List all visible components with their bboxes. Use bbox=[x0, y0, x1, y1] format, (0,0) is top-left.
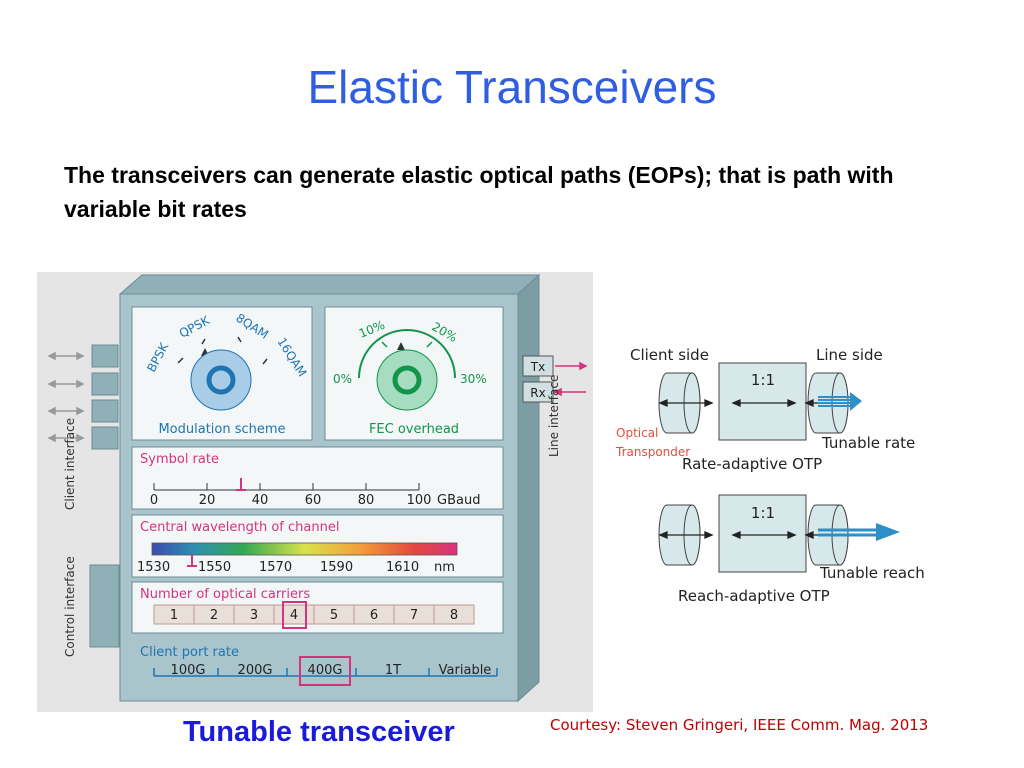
svg-text:80: 80 bbox=[358, 493, 375, 508]
svg-text:4: 4 bbox=[290, 608, 298, 623]
box-side-face bbox=[517, 273, 540, 703]
fec-pointer bbox=[397, 342, 405, 350]
otp-figure: Client side Line side 1:1 Tunable rate O… bbox=[615, 346, 925, 605]
otp-top-ratio: 1:1 bbox=[751, 371, 775, 389]
carrier-selected-highlight bbox=[282, 601, 307, 629]
fec-dial[interactable] bbox=[376, 349, 438, 411]
otp-bottom-reach-arrow bbox=[818, 523, 900, 541]
svg-text:1T: 1T bbox=[385, 663, 401, 678]
modulation-label: Modulation scheme bbox=[158, 422, 285, 437]
wavelength-tick-labels: 1530 1550 1570 1590 1610 bbox=[137, 560, 419, 575]
carrier-options[interactable]: 1 2 3 4 5 6 7 8 bbox=[153, 604, 475, 625]
client-port-bracket bbox=[153, 668, 498, 677]
wavelength-unit: nm bbox=[434, 560, 455, 575]
svg-text:20: 20 bbox=[199, 493, 216, 508]
svg-text:200G: 200G bbox=[238, 663, 273, 678]
symbol-rate-tick-labels: 0 20 40 60 80 100 bbox=[150, 493, 432, 508]
svg-text:1550: 1550 bbox=[198, 560, 231, 575]
wavelength-marker bbox=[187, 555, 197, 567]
fec-label: FEC overhead bbox=[369, 422, 459, 437]
svg-text:100G: 100G bbox=[171, 663, 206, 678]
otp-bottom-ratio: 1:1 bbox=[751, 504, 775, 522]
svg-text:1590: 1590 bbox=[320, 560, 353, 575]
svg-text:1: 1 bbox=[170, 608, 178, 623]
svg-text:7: 7 bbox=[410, 608, 418, 623]
client-port-label: Client port rate bbox=[140, 645, 239, 660]
client-port-options[interactable]: 100G 200G 400G 1T Variable bbox=[171, 663, 492, 678]
line-arrows bbox=[553, 361, 588, 397]
box-top-face bbox=[118, 274, 541, 295]
otp-top-arrows bbox=[658, 399, 842, 407]
fec-dial-knob bbox=[392, 365, 422, 395]
svg-text:1570: 1570 bbox=[259, 560, 292, 575]
carriers-label: Number of optical carriers bbox=[140, 587, 310, 602]
svg-text:5: 5 bbox=[330, 608, 338, 623]
wavelength-label: Central wavelength of channel bbox=[140, 520, 339, 535]
optical-label: Optical bbox=[616, 426, 658, 440]
symbol-rate-unit: GBaud bbox=[437, 493, 480, 508]
svg-text:2: 2 bbox=[210, 608, 218, 623]
control-interface-label: Control interface bbox=[63, 556, 77, 657]
slide-body-text: The transceivers can generate elastic op… bbox=[64, 162, 894, 222]
svg-text:Variable: Variable bbox=[439, 663, 492, 678]
rx-label: Rx bbox=[530, 386, 545, 400]
tx-port bbox=[522, 355, 554, 377]
client-side-label: Client side bbox=[630, 346, 709, 364]
svg-text:0: 0 bbox=[150, 493, 158, 508]
courtesy-text: Courtesy: Steven Gringeri, IEEE Comm. Ma… bbox=[550, 716, 929, 734]
svg-text:0%: 0% bbox=[333, 372, 352, 386]
figure-caption: Tunable transceiver bbox=[183, 716, 455, 748]
svg-text:400G: 400G bbox=[308, 663, 343, 678]
svg-text:1530: 1530 bbox=[137, 560, 170, 575]
transponder-label: Transponder bbox=[615, 445, 690, 459]
tunable-rate-label: Tunable rate bbox=[821, 434, 915, 452]
line-interface-label: Line interface bbox=[547, 375, 561, 457]
client-arrows bbox=[47, 351, 85, 443]
otp-top-rate-arrow bbox=[818, 392, 862, 411]
svg-text:1610: 1610 bbox=[386, 560, 419, 575]
transceiver-figure: Client interface Control interface Tx Rx… bbox=[37, 272, 593, 712]
slide-title: Elastic Transceivers bbox=[307, 61, 717, 113]
symbol-rate-panel bbox=[131, 446, 504, 510]
rx-port bbox=[522, 381, 554, 403]
svg-text:3: 3 bbox=[250, 608, 258, 623]
fec-ticks bbox=[381, 341, 433, 348]
fec-arc bbox=[358, 329, 456, 379]
client-ports bbox=[91, 344, 119, 450]
reach-adaptive-label: Reach-adaptive OTP bbox=[678, 587, 830, 605]
svg-text:8: 8 bbox=[450, 608, 458, 623]
modulation-dial[interactable] bbox=[190, 349, 252, 411]
svg-text:30%: 30% bbox=[460, 372, 487, 386]
svg-text:60: 60 bbox=[305, 493, 322, 508]
tx-label: Tx bbox=[530, 360, 545, 374]
svg-text:100: 100 bbox=[407, 493, 432, 508]
line-side-label: Line side bbox=[816, 346, 883, 364]
control-port bbox=[89, 564, 120, 648]
wavelength-spectrum bbox=[151, 542, 458, 556]
client-port-selected-highlight bbox=[299, 656, 351, 686]
symbol-rate-ticks bbox=[153, 483, 420, 490]
symbol-rate-label: Symbol rate bbox=[140, 452, 219, 467]
rate-adaptive-label: Rate-adaptive OTP bbox=[682, 455, 822, 473]
svg-text:6: 6 bbox=[370, 608, 378, 623]
symbol-rate-marker bbox=[236, 478, 246, 491]
client-interface-label: Client interface bbox=[63, 418, 77, 510]
svg-text:40: 40 bbox=[252, 493, 269, 508]
tunable-reach-label: Tunable reach bbox=[819, 564, 925, 582]
modulation-dial-knob bbox=[206, 365, 236, 395]
modulation-ticks bbox=[177, 336, 268, 365]
